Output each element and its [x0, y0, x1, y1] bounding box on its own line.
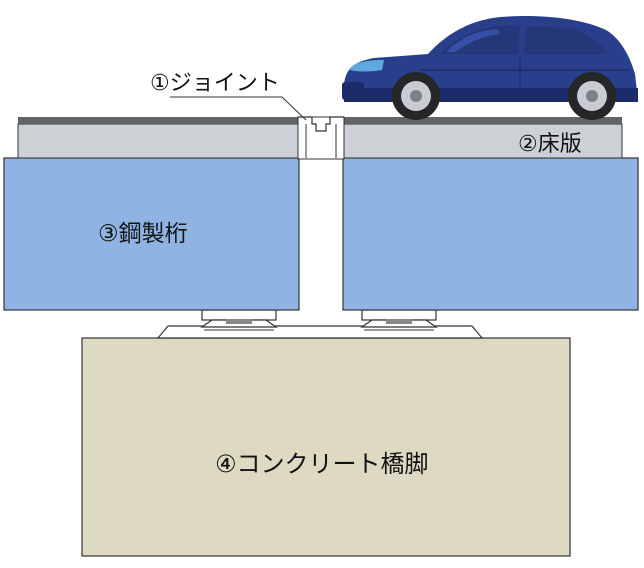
steel-girder-right	[342, 157, 639, 311]
joint-leader-line	[170, 96, 307, 121]
label-pier: ④コンクリート橋脚	[215, 450, 429, 478]
pavement-right	[344, 117, 622, 124]
pavement-left	[18, 117, 298, 124]
label-deck: ②床版	[518, 132, 582, 157]
bearing-pedestal	[156, 325, 484, 339]
car-icon	[342, 16, 638, 120]
bearing-right	[360, 309, 438, 331]
label-joint: ①ジョイント	[150, 71, 280, 96]
bearing-left	[200, 309, 278, 331]
expansion-joint	[297, 116, 345, 160]
label-girder: ③鋼製桁	[98, 221, 188, 247]
deck-slab-right	[343, 123, 623, 159]
concrete-pier	[81, 337, 571, 557]
deck-slab-left	[17, 123, 299, 159]
